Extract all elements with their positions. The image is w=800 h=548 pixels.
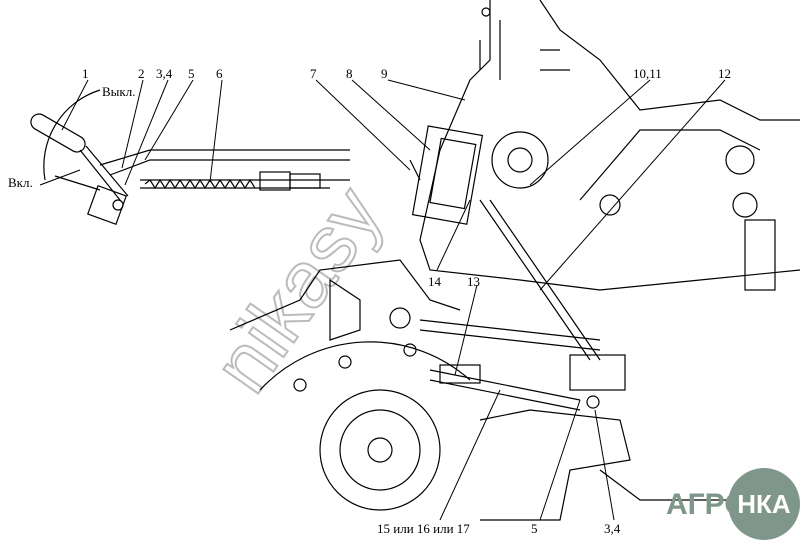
callout-12: 12 bbox=[718, 66, 731, 81]
callout-1: 1 bbox=[82, 66, 89, 81]
callout-2: 2 bbox=[138, 66, 145, 81]
label-on: Вкл. bbox=[8, 175, 33, 190]
callout-6: 6 bbox=[216, 66, 223, 81]
logo-circle: НКА bbox=[728, 468, 800, 540]
callout-10-11: 10,11 bbox=[633, 66, 662, 81]
upper-housing bbox=[409, 0, 800, 291]
label-off: Выкл. bbox=[102, 84, 136, 99]
callout-15-16-17: 15 или 16 или 17 bbox=[377, 521, 470, 536]
callout-8: 8 bbox=[346, 66, 353, 81]
callout-3-4: 3,4 bbox=[156, 66, 173, 81]
watermark: nikasy bbox=[196, 171, 399, 408]
lower-engine bbox=[229, 199, 760, 521]
callout-7: 7 bbox=[310, 66, 317, 81]
leader-lines bbox=[61, 79, 726, 521]
callout-13: 13 bbox=[467, 274, 480, 289]
callout-9: 9 bbox=[381, 66, 388, 81]
callout-14: 14 bbox=[428, 274, 441, 289]
brand-logo: АГРО НКА bbox=[666, 468, 800, 542]
callout-5: 5 bbox=[188, 66, 195, 81]
lever-assembly bbox=[30, 89, 350, 225]
callout-3-4-lower: 3,4 bbox=[604, 521, 621, 536]
callout-5-lower: 5 bbox=[531, 521, 538, 536]
